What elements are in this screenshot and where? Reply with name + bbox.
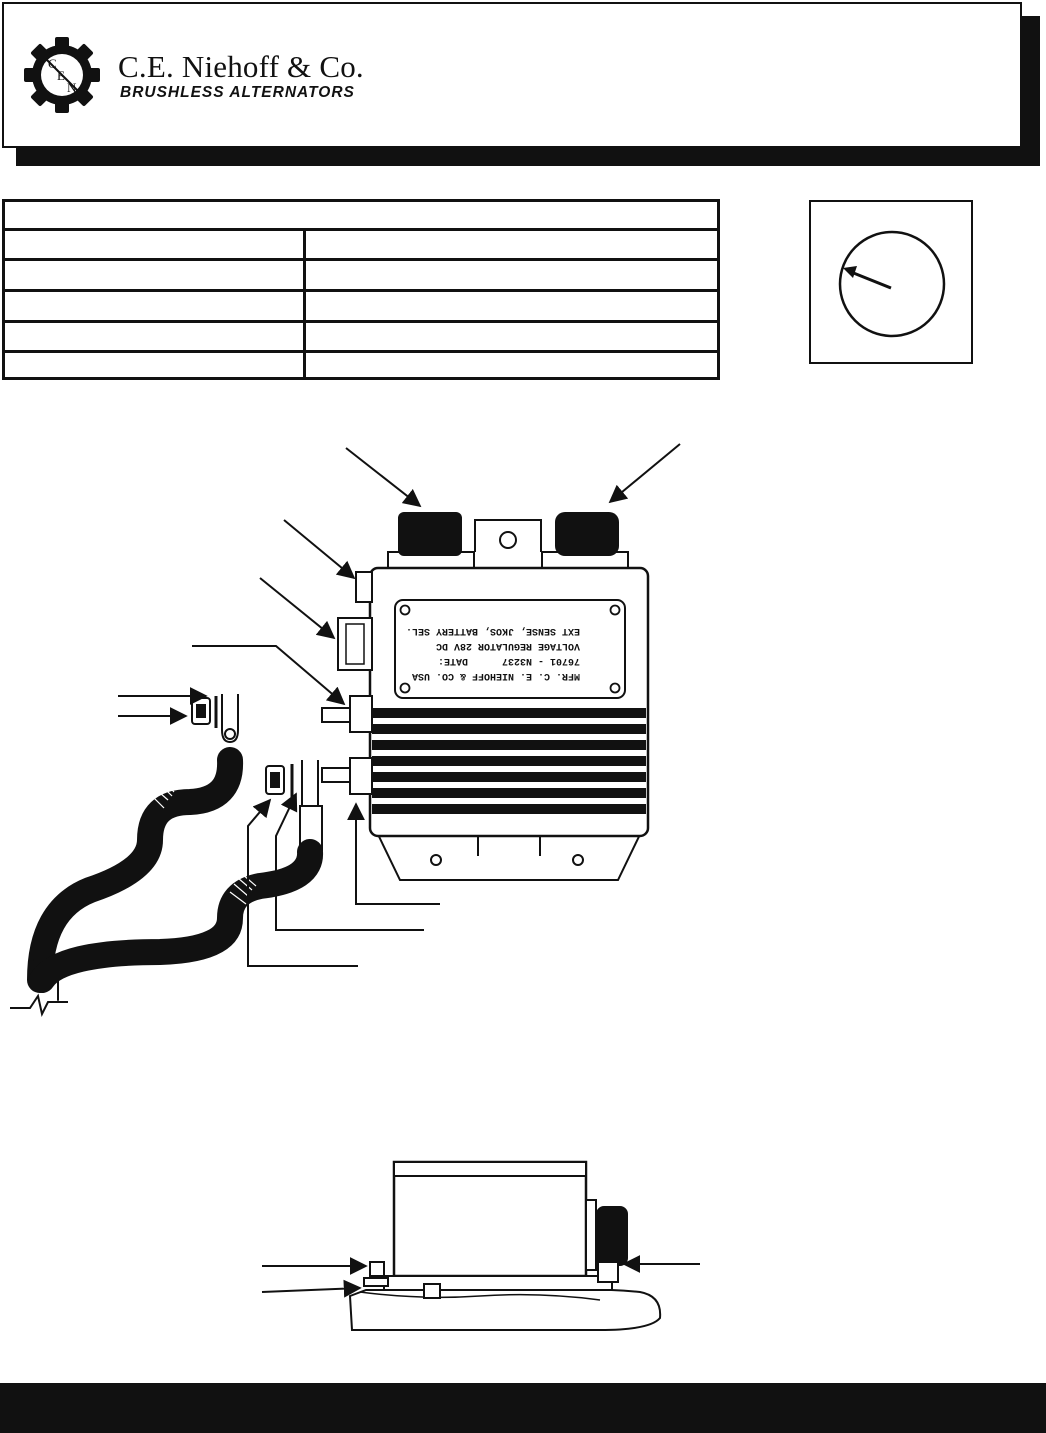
spec-table-rule	[5, 289, 717, 292]
logo-letter-e: E	[57, 68, 65, 83]
upper-nut-washer	[191, 696, 218, 728]
connector-left	[387, 512, 475, 571]
label-plate-text: MFR. C. E. NIEHOFF & CO. USA 76701 - N32…	[406, 625, 580, 681]
logo-letter-c: C	[48, 56, 57, 71]
footer-bar	[0, 1383, 1046, 1433]
side-view-drawing	[348, 1160, 662, 1331]
spec-table-column-rule	[303, 231, 306, 377]
inset-box	[809, 200, 973, 364]
gauge-dial-icon	[838, 230, 946, 338]
header-box	[2, 2, 1022, 148]
cable-sleeve-fray	[147, 775, 257, 905]
label-plate-line: 76701 - N3237	[502, 655, 580, 666]
cable-harness	[27, 747, 323, 1001]
leader-lines	[118, 443, 681, 967]
mounting-bracket-top	[474, 519, 542, 552]
company-name: C.E. Niehoff & Co.	[118, 49, 364, 84]
label-plate-line: EXT SENSE, JKOS, BATTERY SEL.	[406, 625, 580, 636]
lower-nut-washer	[265, 764, 294, 798]
side-connector-small	[355, 571, 373, 603]
spec-table-rule	[5, 228, 717, 231]
spec-table-rule	[5, 350, 717, 353]
cooling-fins	[372, 708, 646, 814]
label-plate-line: VOLTAGE REGULATOR 28V DC	[436, 640, 580, 651]
terminal-stud-upper	[321, 695, 373, 733]
logo-letter-n: N	[67, 80, 77, 95]
connector-right	[541, 512, 629, 571]
side-view-leaders	[261, 1255, 700, 1298]
upper-ring-terminal	[221, 694, 239, 744]
terminal-stud-lower	[321, 757, 373, 795]
spec-table	[2, 199, 720, 380]
side-connector-plug	[337, 617, 373, 671]
lower-ring-terminal	[299, 760, 323, 851]
label-plate-line: DATE:	[438, 655, 468, 666]
regulator-housing: MFR. C. E. NIEHOFF & CO. USA 76701 - N32…	[368, 566, 650, 881]
cable-break-mark	[10, 993, 68, 1017]
spec-table-rule	[5, 258, 717, 261]
spec-table-rule	[5, 320, 717, 323]
logo-gear-icon: C E N	[24, 37, 100, 113]
company-tagline: BRUSHLESS ALTERNATORS	[120, 84, 355, 101]
label-plate-line: MFR. C. E. NIEHOFF & CO. USA	[412, 670, 580, 681]
